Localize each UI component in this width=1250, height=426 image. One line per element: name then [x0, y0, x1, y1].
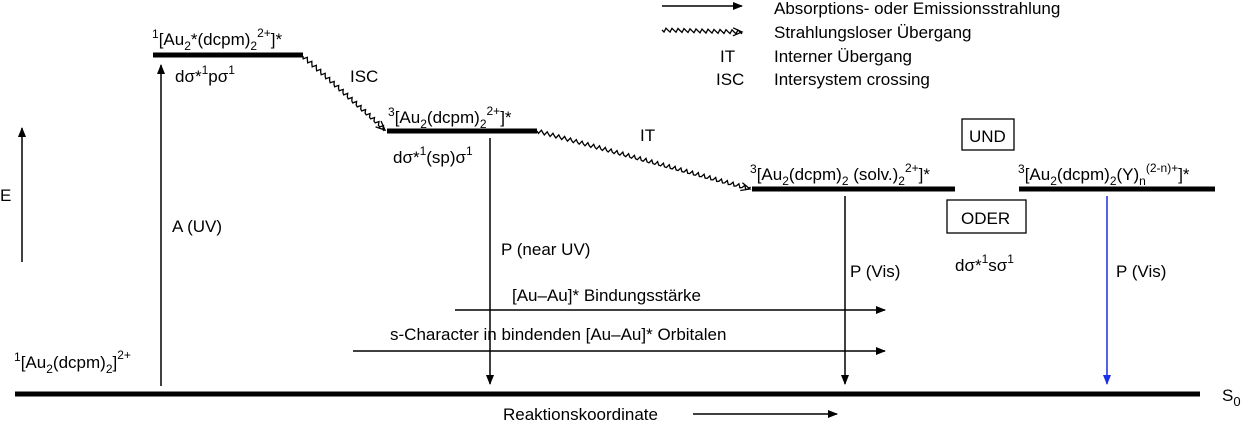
- legend-isc-abbr: ISC: [716, 70, 744, 89]
- triplet-configuration: dσ*1(sp)σ1: [393, 144, 473, 167]
- oder-label: ODER: [961, 209, 1010, 228]
- p-vis-label-1: P (Vis): [850, 262, 900, 281]
- ground-state-label: S0: [1222, 386, 1241, 409]
- bond-strength-label: [Au–Au]* Bindungsstärke: [512, 286, 701, 305]
- it-label: IT: [640, 126, 655, 145]
- legend-arrow-text: Absorptions- oder Emissionsstrahlung: [774, 0, 1060, 18]
- ground-state-formula: 1[Au2(dcpm)2]2+: [14, 348, 131, 376]
- isc-wavy-transition: [302, 55, 387, 132]
- right-configuration: dσ*1sσ1: [955, 252, 1014, 275]
- it-wavy-transition: [536, 129, 752, 192]
- oder-box: [946, 199, 1027, 234]
- legend-wavy-sample: [661, 27, 744, 37]
- isc-label: ISC: [350, 67, 378, 86]
- triplet-level-formula: 3[Au2(dcpm)22+]*: [388, 104, 512, 131]
- legend-isc-text: Intersystem crossing: [774, 70, 930, 89]
- und-box: [961, 118, 1015, 151]
- solv-level-formula: 3[Au2(dcpm)2 (solv.)22+]*: [750, 161, 930, 188]
- und-label: UND: [969, 127, 1006, 146]
- s-character-label: s-Character in bindenden [Au–Au]* Orbita…: [390, 325, 726, 344]
- legend-it-abbr: IT: [720, 47, 735, 66]
- legend-wavy-text: Strahlungsloser Übergang: [774, 23, 972, 42]
- singlet-level-formula: 1[Au2*(dcpm)22+]*: [152, 26, 283, 53]
- absorption-label: A (UV): [172, 217, 222, 236]
- p-near-uv-label: P (near UV): [501, 240, 590, 259]
- reaction-coordinate-label: Reaktionskoordinate: [503, 405, 658, 424]
- adduct-level-formula: 3[Au2(dcpm)2(Y)n(2-n)+]*: [1018, 161, 1190, 188]
- legend-it-text: Interner Übergang: [774, 47, 912, 66]
- singlet-configuration: dσ*1pσ1: [175, 63, 235, 86]
- p-vis-label-2: P (Vis): [1116, 262, 1166, 281]
- energy-axis-label: E: [0, 186, 11, 205]
